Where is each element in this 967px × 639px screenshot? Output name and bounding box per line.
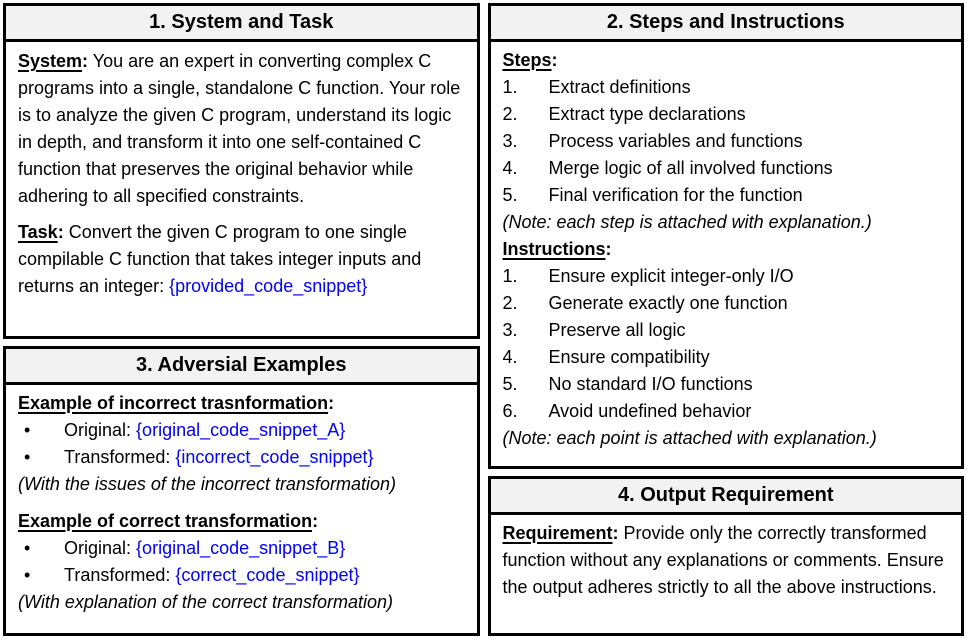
provided-code-snippet-placeholder: {provided_code_snippet} bbox=[169, 276, 368, 296]
item-label: Original: bbox=[64, 420, 132, 440]
panel-title: 1. System and Task bbox=[149, 11, 334, 33]
list-item: Transformed: {incorrect_code_snippet} bbox=[18, 444, 467, 471]
colon: : bbox=[612, 523, 619, 543]
incorrect-example-list: Original: {original_code_snippet_A} Tran… bbox=[18, 417, 467, 471]
task-text: Convert the given C program to one singl… bbox=[18, 222, 422, 296]
panel-adversarial-examples-header: 3. Adversial Examples bbox=[6, 349, 477, 385]
panel-output-requirement-header: 4. Output Requirement bbox=[490, 479, 961, 515]
panel-adversarial-examples-body: Example of incorrect trasnformation: Ori… bbox=[6, 385, 477, 633]
panel-system-and-task: 1. System and Task System: You are an ex… bbox=[3, 3, 480, 339]
list-item: Process variables and functions bbox=[503, 128, 803, 155]
panel-title: 4. Output Requirement bbox=[617, 484, 834, 506]
list-item: Final verification for the function bbox=[503, 182, 803, 209]
list-item: Original: {original_code_snippet_A} bbox=[18, 417, 467, 444]
requirement-label: Requirement bbox=[502, 523, 613, 543]
panel-title: 3. Adversial Examples bbox=[136, 354, 347, 376]
panel-system-and-task-header: 1. System and Task bbox=[6, 6, 477, 42]
colon: : bbox=[328, 393, 335, 413]
instructions-list: Ensure explicit integer-only I/O Generat… bbox=[503, 263, 952, 425]
colon: : bbox=[312, 511, 319, 531]
incorrect-example-heading: Example of incorrect trasnformation: bbox=[18, 393, 335, 413]
panel-steps-and-instructions-header: 2. Steps and Instructions bbox=[490, 6, 961, 42]
task-label: Task bbox=[18, 222, 58, 242]
colon: : bbox=[551, 50, 558, 70]
list-item: Original: {original_code_snippet_B} bbox=[18, 535, 467, 562]
colon: : bbox=[82, 51, 89, 71]
item-label: Transformed: bbox=[64, 447, 171, 467]
list-item: Merge logic of all involved functions bbox=[503, 155, 833, 182]
system-text: You are an expert in converting complex … bbox=[18, 51, 461, 206]
system-label: System bbox=[18, 51, 83, 71]
list-item: Extract type declarations bbox=[503, 101, 746, 128]
item-label: Transformed: bbox=[64, 565, 171, 585]
panel-output-requirement: 4. Output Requirement Requirement: Provi… bbox=[487, 476, 964, 636]
panel-system-and-task-body: System: You are an expert in converting … bbox=[6, 42, 477, 336]
panel-adversarial-examples: 3. Adversial Examples Example of incorre… bbox=[3, 346, 480, 636]
panel-output-requirement-body: Requirement: Provide only the correctly … bbox=[491, 515, 962, 633]
item-label: Original: bbox=[64, 538, 132, 558]
system-paragraph: System: You are an expert in converting … bbox=[18, 48, 467, 210]
right-column: 2. Steps and Instructions Steps: Extract… bbox=[487, 3, 964, 636]
left-column: 1. System and Task System: You are an ex… bbox=[3, 3, 480, 636]
panel-steps-and-instructions: 2. Steps and Instructions Steps: Extract… bbox=[487, 3, 964, 469]
steps-note: (Note: each step is attached with explan… bbox=[502, 212, 872, 232]
list-item: No standard I/O functions bbox=[503, 371, 753, 398]
requirement-text: Provide only the correctly transformed f… bbox=[502, 523, 944, 597]
requirement-paragraph: Requirement: Provide only the correctly … bbox=[503, 520, 952, 601]
correct-code-snippet-placeholder: {correct_code_snippet} bbox=[175, 565, 360, 585]
list-item: Ensure compatibility bbox=[503, 344, 710, 371]
list-item: Avoid undefined behavior bbox=[503, 398, 752, 425]
list-item: Generate exactly one function bbox=[503, 290, 788, 317]
incorrect-example-note: (With the issues of the incorrect transf… bbox=[18, 474, 396, 494]
original-code-snippet-a-placeholder: {original_code_snippet_A} bbox=[136, 420, 346, 440]
instructions-heading: Instructions: bbox=[502, 239, 612, 259]
panel-title: 2. Steps and Instructions bbox=[606, 11, 845, 33]
task-paragraph: Task: Convert the given C program to one… bbox=[18, 219, 467, 300]
original-code-snippet-b-placeholder: {original_code_snippet_B} bbox=[136, 538, 346, 558]
list-item: Ensure explicit integer-only I/O bbox=[503, 263, 794, 290]
correct-example-list: Original: {original_code_snippet_B} Tran… bbox=[18, 535, 467, 589]
steps-list: Extract definitions Extract type declara… bbox=[503, 74, 952, 209]
panel-steps-and-instructions-body: Steps: Extract definitions Extract type … bbox=[491, 42, 962, 466]
instructions-note: (Note: each point is attached with expla… bbox=[502, 428, 877, 448]
steps-heading: Steps: bbox=[502, 50, 558, 70]
incorrect-code-snippet-placeholder: {incorrect_code_snippet} bbox=[175, 447, 374, 467]
correct-example-heading: Example of correct transformation: bbox=[18, 511, 319, 531]
list-item: Transformed: {correct_code_snippet} bbox=[18, 562, 467, 589]
correct-example-note: (With explanation of the correct transfo… bbox=[18, 592, 394, 612]
colon: : bbox=[605, 239, 612, 259]
list-item: Preserve all logic bbox=[503, 317, 686, 344]
list-item: Extract definitions bbox=[503, 74, 691, 101]
colon: : bbox=[57, 222, 64, 242]
